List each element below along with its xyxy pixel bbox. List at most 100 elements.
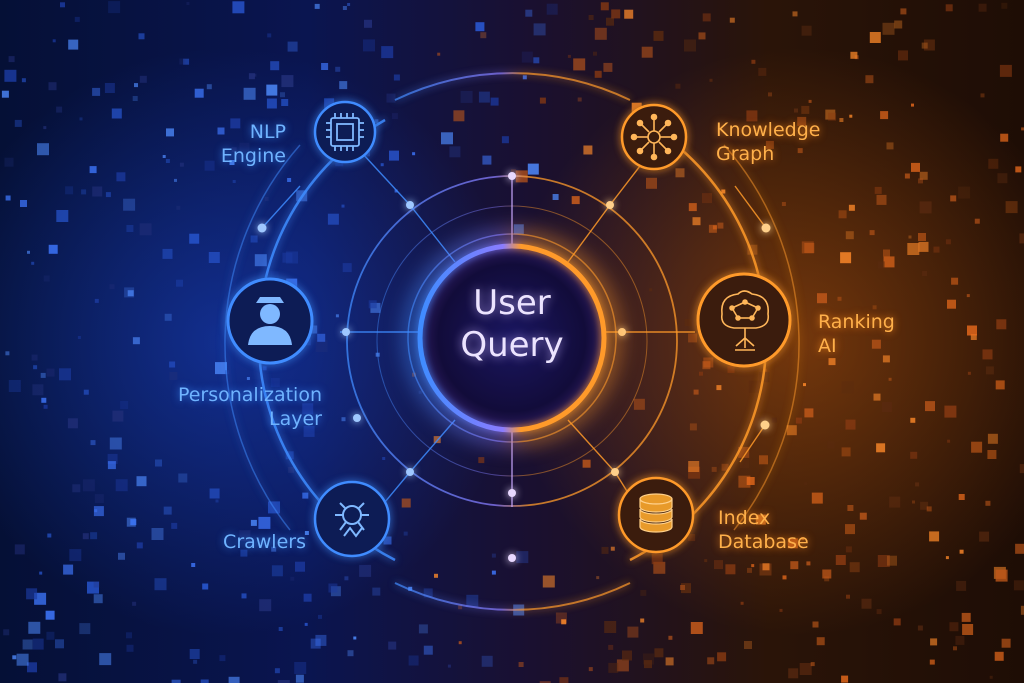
background-pixel xyxy=(787,538,798,549)
cpu-chip-icon xyxy=(326,113,364,151)
background-pixel xyxy=(693,389,699,395)
background-pixel xyxy=(893,618,901,626)
background-pixel xyxy=(138,33,145,40)
background-pixel xyxy=(130,519,137,526)
background-pixel xyxy=(225,370,230,375)
background-pixel xyxy=(804,408,814,418)
background-pixel xyxy=(681,583,691,594)
background-pixel xyxy=(950,195,957,202)
background-pixel xyxy=(886,142,894,150)
background-pixel xyxy=(501,136,509,144)
background-pixel xyxy=(646,177,657,189)
background-pixel xyxy=(709,78,713,82)
background-pixel xyxy=(1001,638,1011,648)
background-pixel xyxy=(174,178,177,182)
background-pixel xyxy=(511,169,516,175)
background-pixel xyxy=(347,650,354,657)
background-pixel xyxy=(344,576,349,581)
background-pixel xyxy=(37,143,49,156)
background-pixel xyxy=(389,150,399,161)
background-pixel xyxy=(183,58,190,65)
background-pixel xyxy=(918,178,923,184)
background-pixel xyxy=(911,162,920,172)
background-pixel xyxy=(923,39,935,51)
background-pixel xyxy=(87,581,99,594)
background-pixel xyxy=(640,618,645,623)
background-pixel xyxy=(401,498,411,508)
background-pixel xyxy=(215,362,227,375)
background-pixel xyxy=(624,9,634,19)
background-pixel xyxy=(258,516,271,529)
background-pixel xyxy=(94,494,104,504)
background-pixel xyxy=(441,132,453,145)
background-pixel xyxy=(688,534,696,541)
background-pixel xyxy=(675,83,681,89)
background-pixel xyxy=(139,75,147,83)
background-pixel xyxy=(281,99,289,106)
background-pixel xyxy=(925,401,935,412)
background-pixel xyxy=(611,9,621,19)
background-pixel xyxy=(67,418,78,429)
background-pixel xyxy=(577,97,582,102)
background-pixel xyxy=(4,157,14,167)
background-pixel xyxy=(704,559,708,563)
background-pixel xyxy=(959,549,964,554)
background-pixel xyxy=(654,648,664,658)
background-pixel xyxy=(999,64,1012,77)
background-pixel xyxy=(56,106,63,113)
background-pixel xyxy=(4,69,17,82)
background-pixel xyxy=(231,147,237,153)
background-pixel xyxy=(712,225,717,230)
personalization-label-line2: Layer xyxy=(269,408,322,430)
background-pixel xyxy=(304,531,309,535)
background-pixel xyxy=(786,425,797,436)
background-pixel xyxy=(801,537,805,541)
background-pixel xyxy=(46,631,55,640)
background-pixel xyxy=(945,556,949,560)
background-pixel xyxy=(945,239,951,245)
background-pixel xyxy=(287,178,292,182)
background-pixel xyxy=(966,294,970,298)
background-pixel xyxy=(729,17,735,23)
background-pixel xyxy=(688,461,700,472)
center-hub xyxy=(404,230,620,446)
background-pixel xyxy=(751,564,755,568)
background-pixel xyxy=(246,377,250,380)
background-pixel xyxy=(90,440,96,446)
background-pixel xyxy=(178,473,188,483)
background-pixel xyxy=(200,679,209,683)
background-pixel xyxy=(321,63,329,70)
background-pixel xyxy=(759,563,772,576)
background-pixel xyxy=(919,171,928,180)
background-pixel xyxy=(8,380,21,392)
background-pixel xyxy=(828,358,836,366)
database-coins-icon xyxy=(639,493,673,533)
background-pixel xyxy=(285,451,294,460)
background-pixel xyxy=(653,561,666,574)
center-label-line2: Query xyxy=(460,325,564,365)
background-pixel xyxy=(680,585,685,590)
background-pixel xyxy=(850,51,858,59)
background-pixel xyxy=(692,217,701,226)
background-pixel xyxy=(738,446,750,458)
background-pixel xyxy=(266,98,277,109)
background-pixel xyxy=(315,340,328,352)
background-pixel xyxy=(516,551,529,564)
background-pixel xyxy=(391,113,398,120)
background-pixel xyxy=(583,145,593,155)
background-pixel xyxy=(43,404,48,409)
background-pixel xyxy=(281,75,294,88)
background-pixel xyxy=(14,119,22,127)
background-pixel xyxy=(849,562,860,573)
background-pixel xyxy=(522,75,527,80)
background-pixel xyxy=(845,419,856,430)
background-pixel xyxy=(43,126,47,130)
background-pixel xyxy=(5,351,10,356)
background-pixel xyxy=(668,635,673,640)
label-crawlers: Crawlers xyxy=(190,530,306,554)
background-pixel xyxy=(136,476,147,487)
background-pixel xyxy=(651,553,663,565)
background-pixel xyxy=(608,644,614,650)
background-pixel xyxy=(799,663,812,675)
background-pixel xyxy=(985,366,994,375)
